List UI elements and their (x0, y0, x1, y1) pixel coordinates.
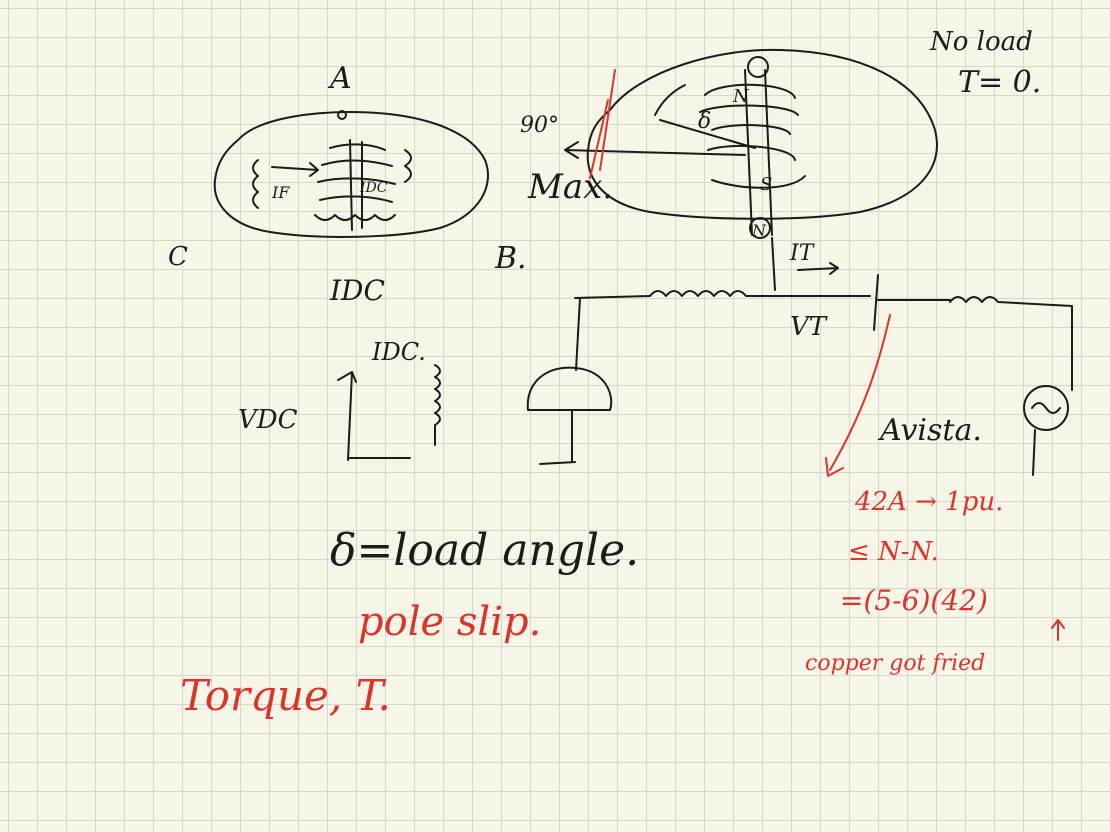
red-arrow-curve (825, 314, 891, 477)
label-delta: δ (698, 109, 711, 134)
red-caret-arrow (1051, 619, 1065, 641)
label-VT: VT (790, 312, 828, 342)
label-VDC: VDC (238, 405, 298, 435)
dc-field-coil (434, 364, 441, 446)
note-current-pu: 42A → 1pu. (854, 487, 1003, 517)
rotor-S-label: S (760, 174, 772, 195)
note-pole-slip: pole slip. (358, 599, 541, 645)
note-torque: Torque, T. (180, 671, 391, 720)
rotor-N-label: N (732, 86, 750, 107)
stator-right-coil (404, 149, 412, 183)
arrow-max-field (564, 141, 746, 159)
rotor-right-axis (744, 69, 773, 236)
rotor-right-body (699, 83, 806, 189)
label-C: C (168, 242, 188, 272)
red-marker-vertical (589, 69, 616, 179)
circuit-inductor-1 (649, 290, 871, 297)
arrow-IF (271, 162, 319, 177)
arrow-delta-curve (654, 84, 686, 116)
label-90: 90° (520, 113, 559, 138)
note-torque-zero: T= 0. (958, 65, 1041, 100)
label-avista: Avista. (877, 413, 982, 448)
label-IDC: IDC (329, 274, 385, 307)
arrow-IT (797, 262, 839, 275)
label-B: B. (494, 241, 527, 276)
note-multiple: =(5-6)(42) (840, 584, 988, 617)
circuit-bus-bar (873, 274, 879, 331)
circuit-left-wire (574, 295, 651, 299)
circuit-vertical-left (575, 297, 581, 371)
note-load-angle: δ=load angle. (330, 525, 639, 576)
stator-right-circle (586, 48, 938, 220)
rotor-winding-left (317, 139, 396, 231)
note-n-n: ≤ N-N. (848, 537, 939, 567)
avista-ground-lead (1032, 429, 1036, 476)
circuit-inductor-2 (949, 296, 1073, 391)
label-max: Max. (527, 167, 613, 207)
stator-left-circle (213, 111, 489, 238)
arrow-delta-line (659, 119, 756, 149)
generator-ground (539, 409, 576, 465)
terminal-N-circle (749, 217, 771, 239)
note-no-load: No load (929, 27, 1033, 57)
label-A: A (327, 61, 352, 96)
avista-source-circle (1023, 385, 1069, 431)
rotor-left-coil-bottom (314, 214, 396, 221)
dc-source-left-line (337, 371, 357, 461)
label-IT: IT (789, 241, 816, 266)
stator-left-coil (252, 159, 259, 209)
terminal-N-label: N (751, 221, 767, 240)
stator-down-lead (771, 237, 776, 291)
generator-symbol (526, 366, 613, 411)
label-IDC-2: IDC. (371, 338, 426, 366)
label-IDC-coil: IDC (359, 180, 388, 196)
note-copper: copper got fried (805, 651, 985, 676)
avista-sine (1031, 402, 1061, 414)
label-IF: IF (271, 183, 290, 202)
terminal-top-dot (747, 56, 769, 78)
terminal-A-dot (337, 110, 347, 120)
